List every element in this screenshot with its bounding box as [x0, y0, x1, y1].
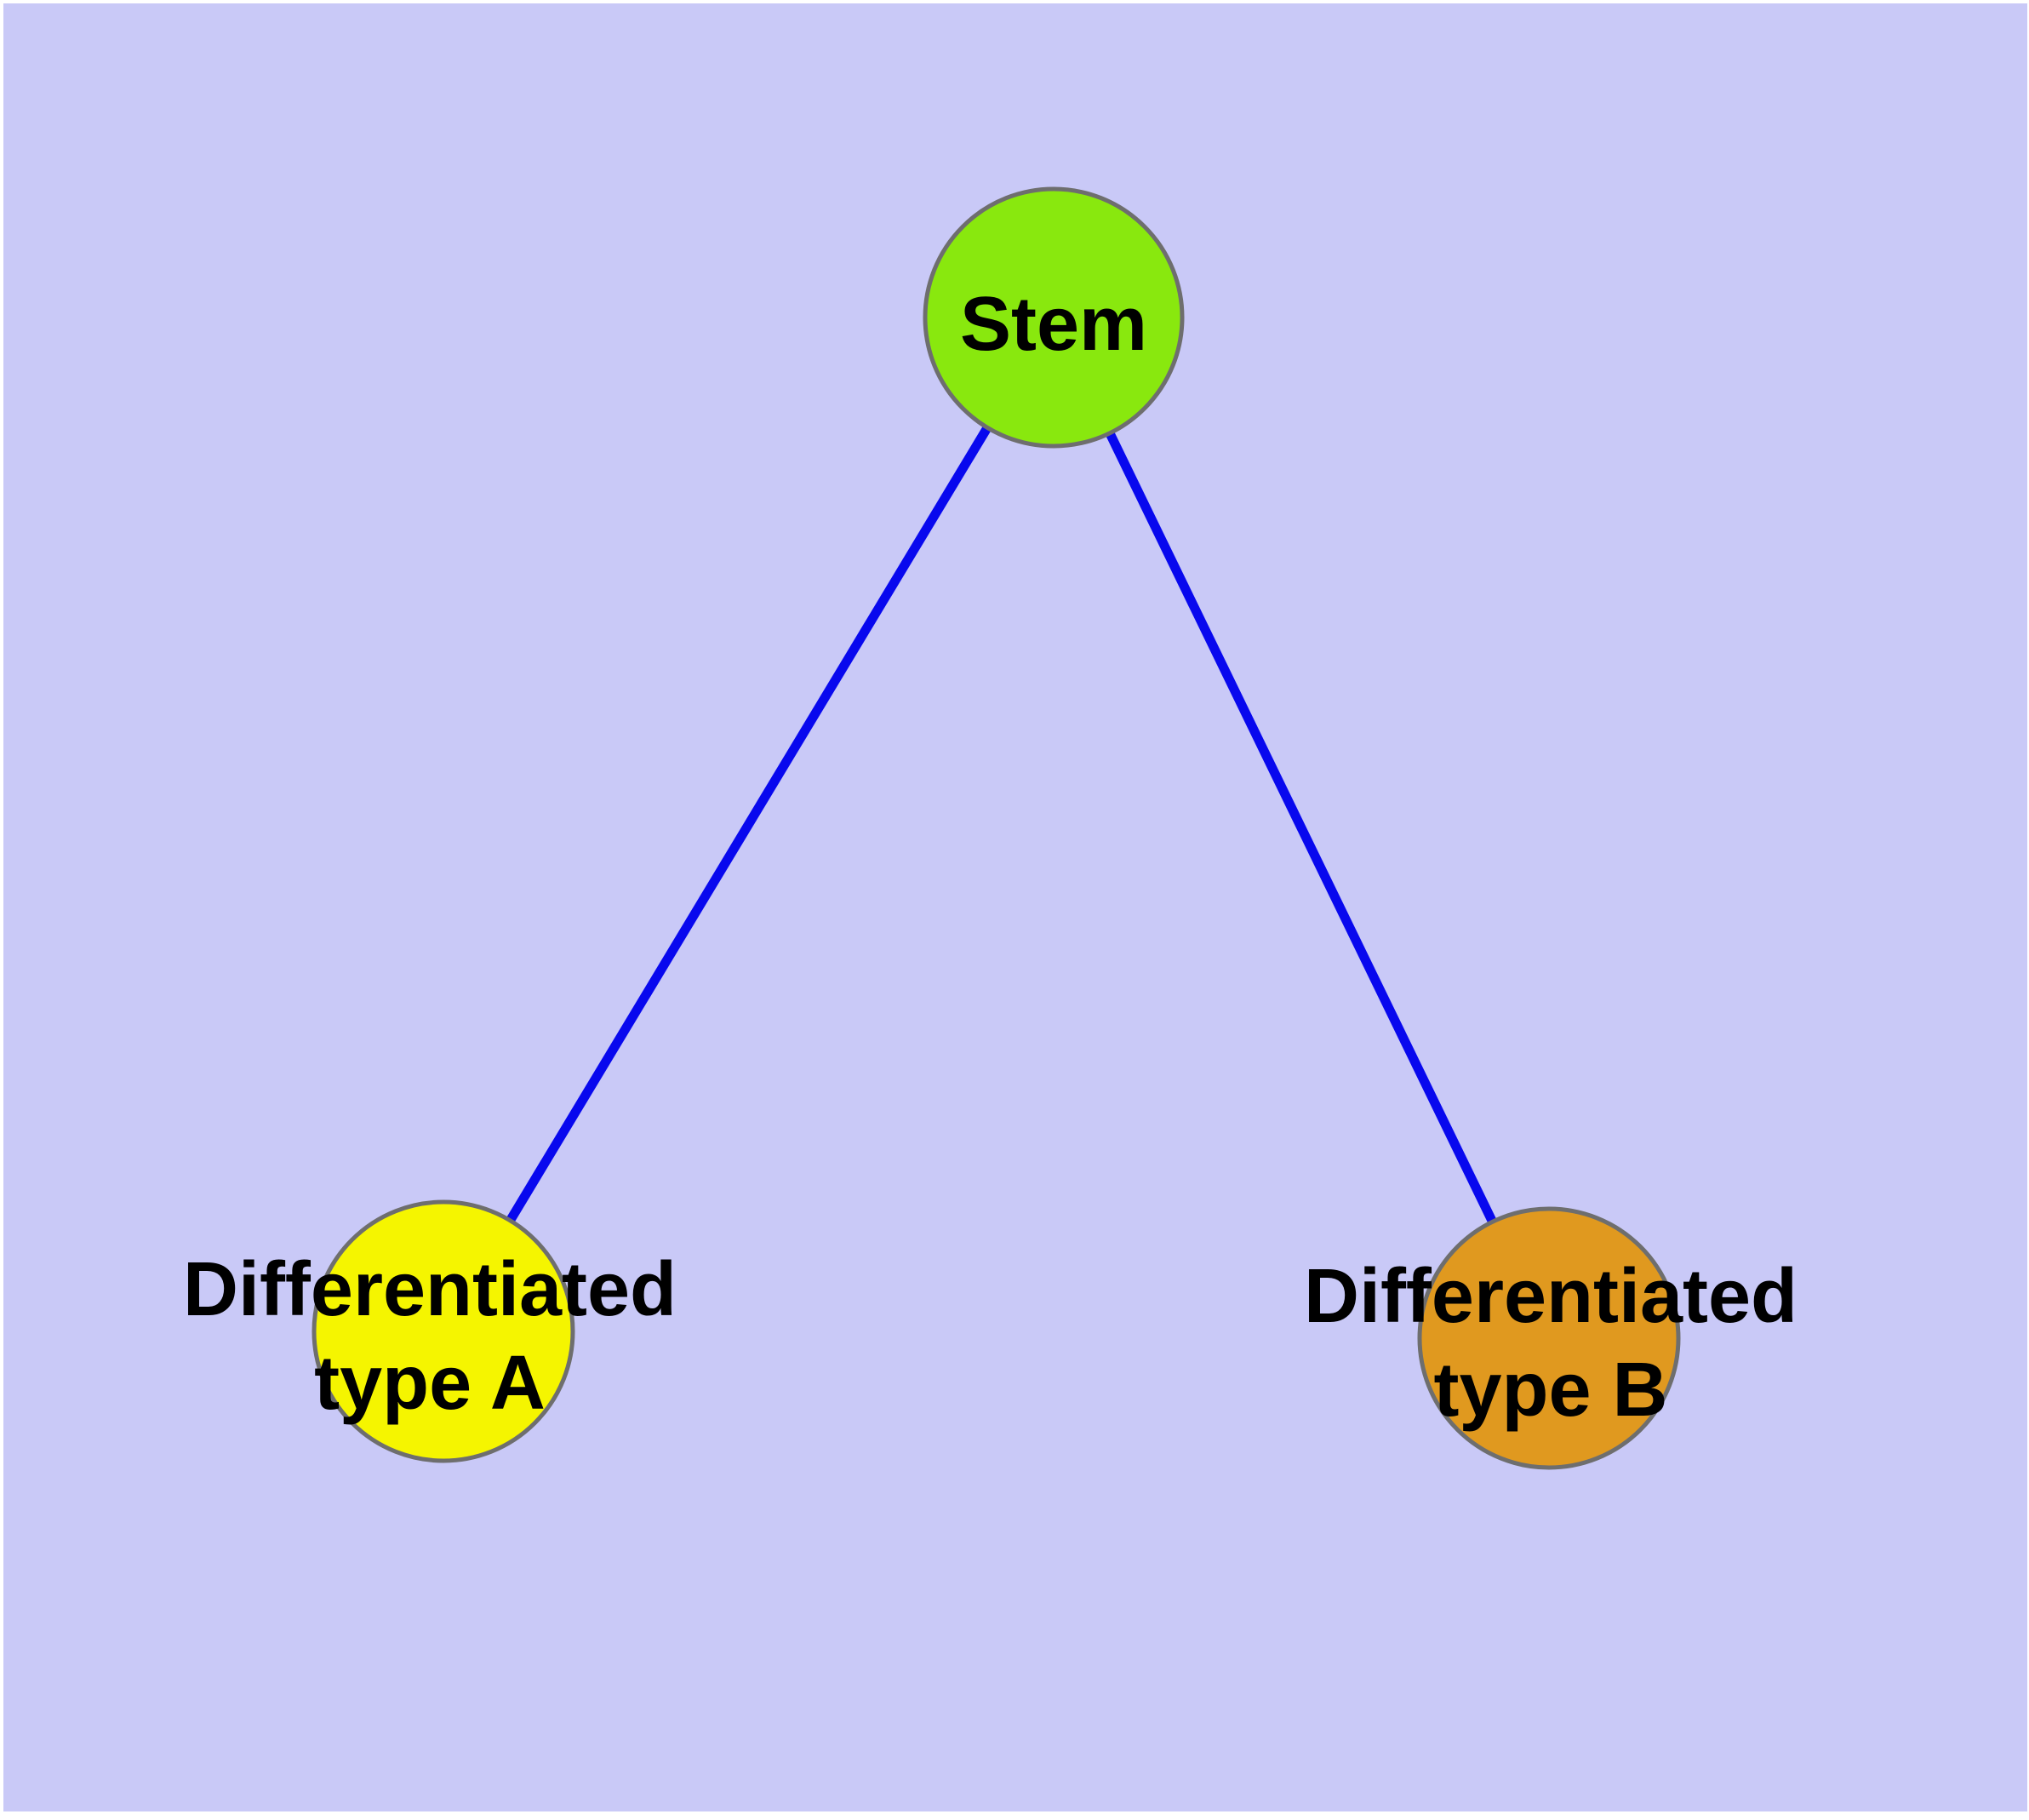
node-differentiated-type-a	[311, 1199, 575, 1463]
node-stem	[923, 186, 1185, 449]
node-label-type-a-line1: Differentiated	[183, 1247, 677, 1332]
node-label-type-b-line1: Differentiated	[1304, 1254, 1798, 1339]
edge-stem-to-type-a	[439, 315, 1058, 1334]
node-label-type-b-line2: type B	[1433, 1348, 1667, 1433]
node-label-stem: Stem	[960, 282, 1147, 367]
edge-stem-to-type-b	[1049, 315, 1553, 1341]
node-differentiated-type-b	[1417, 1206, 1681, 1470]
node-label-type-a-line2: type A	[314, 1341, 546, 1426]
